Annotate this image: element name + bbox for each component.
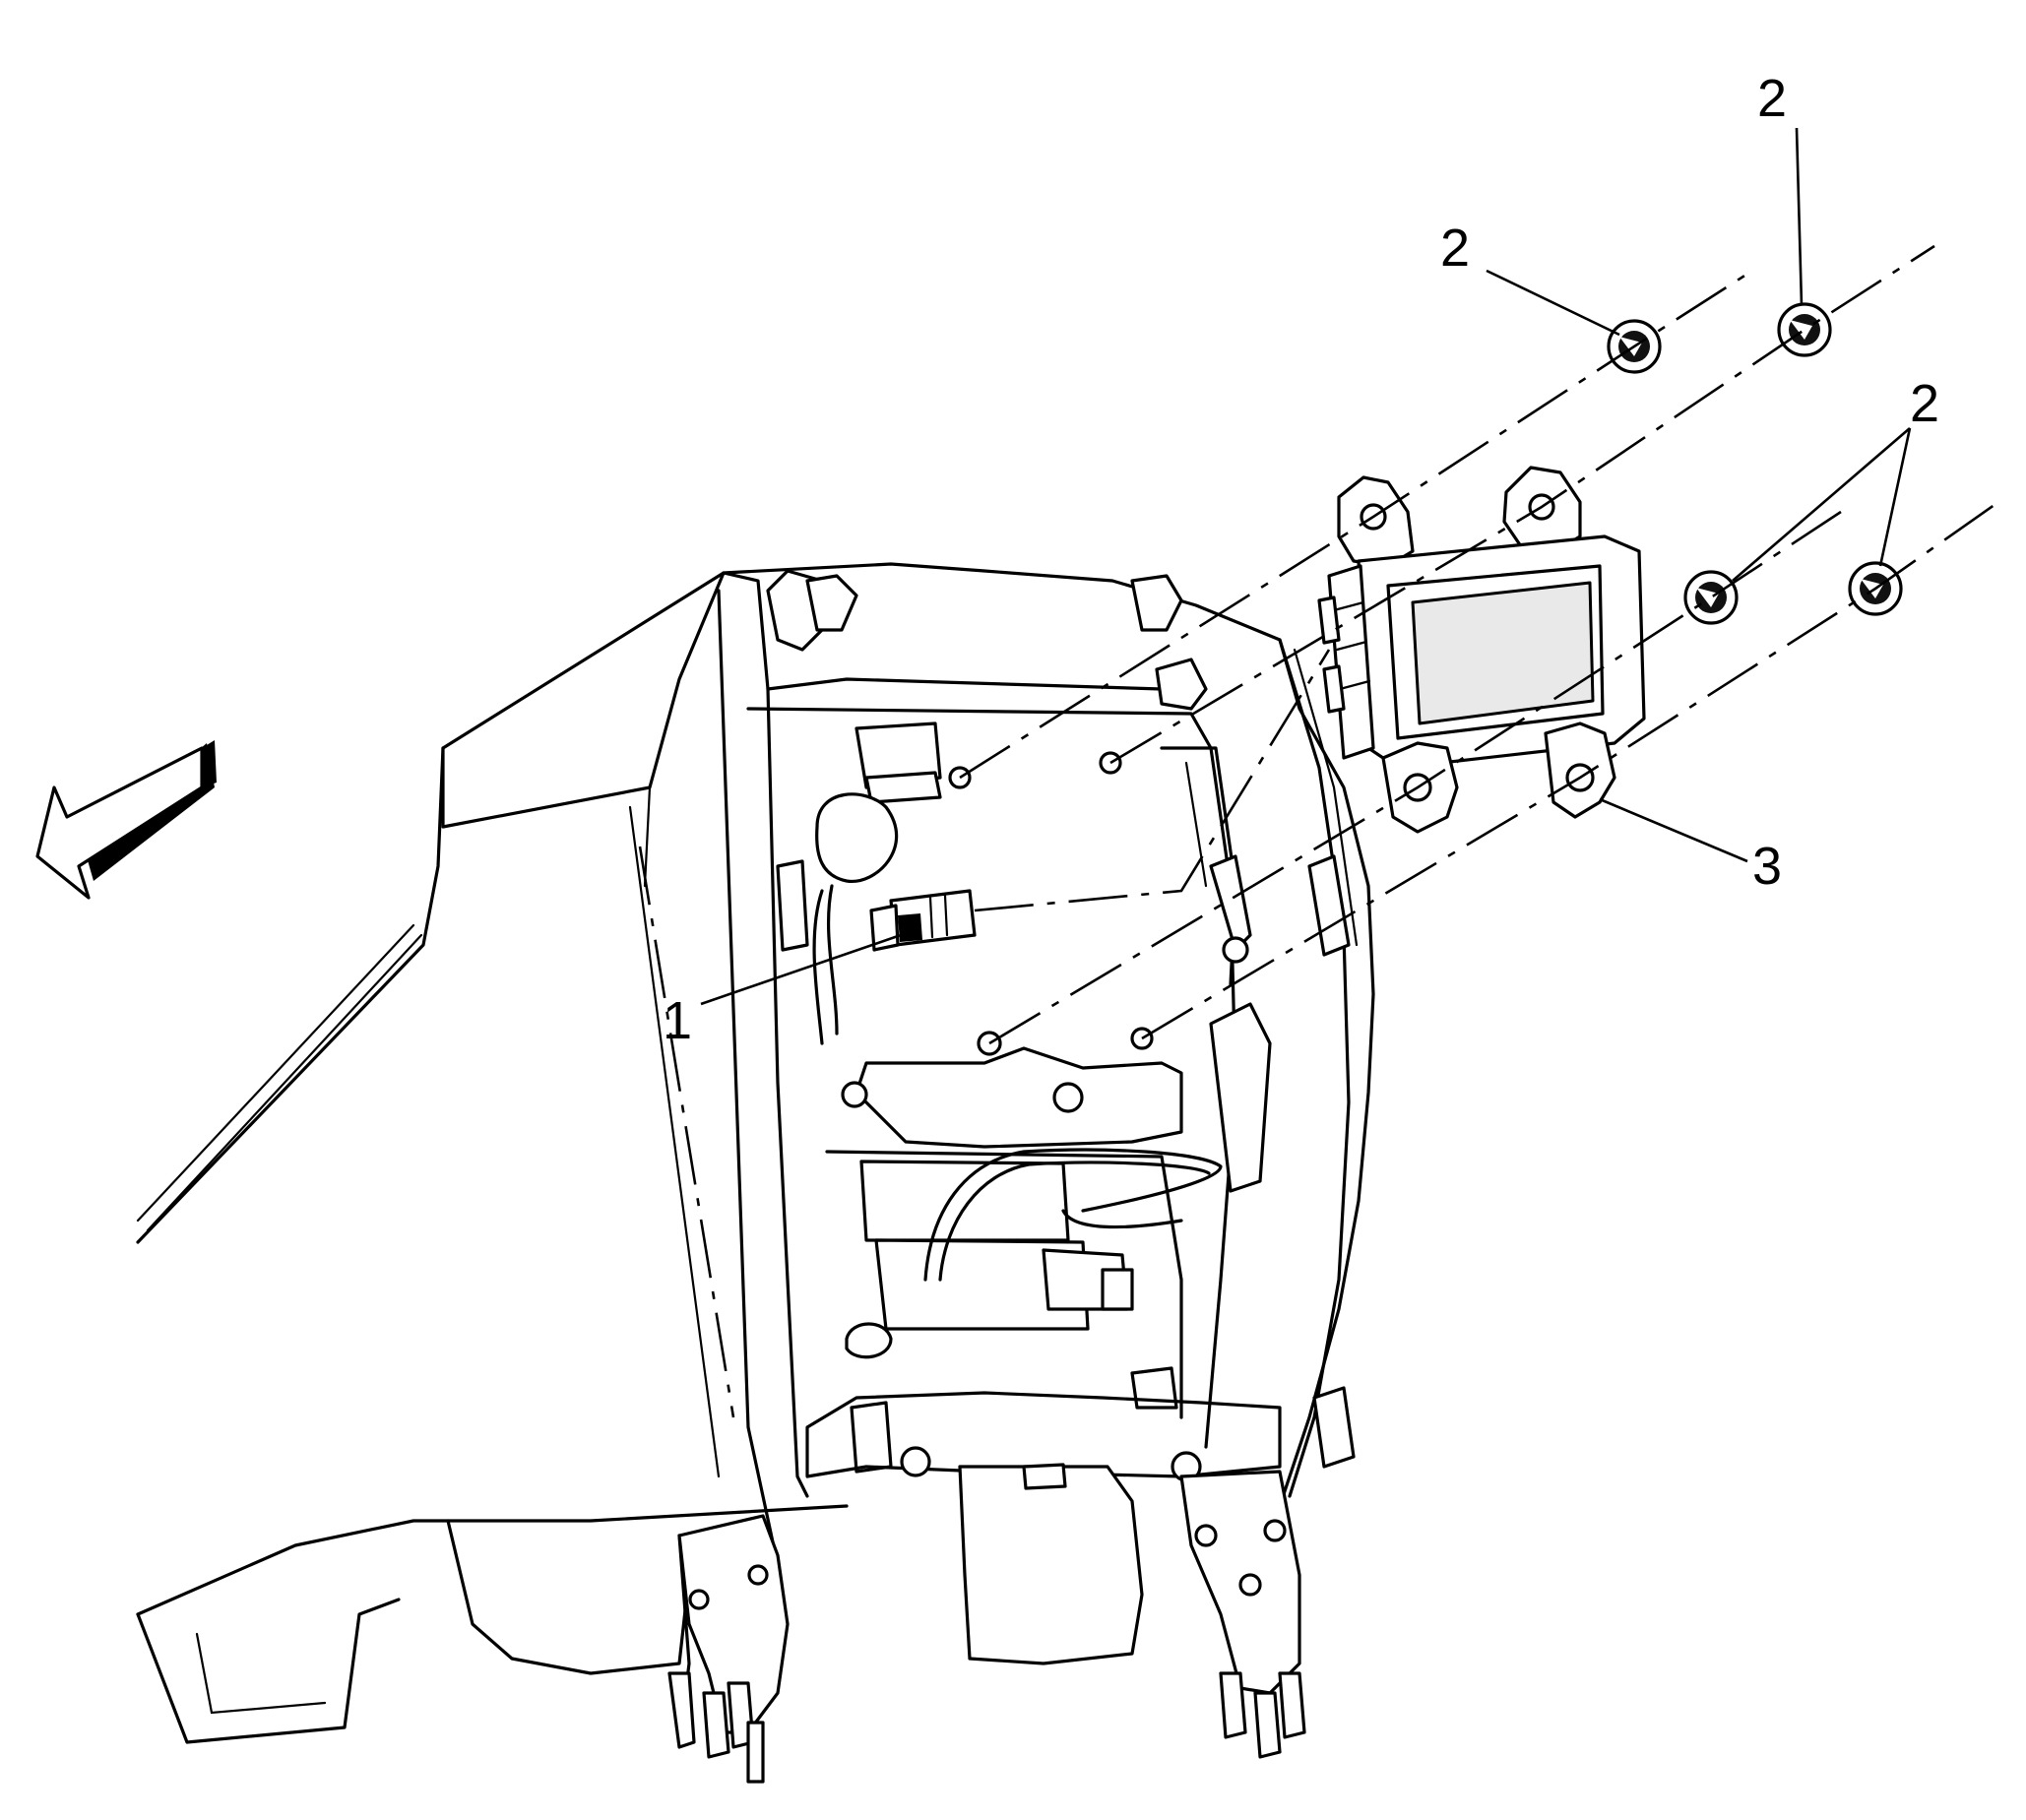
harness-connectors [812, 722, 942, 1045]
nut-fasteners [1607, 302, 1903, 625]
callout-1: 1 [663, 991, 692, 1050]
nut-2 [1777, 302, 1832, 357]
module-assembly [1317, 466, 1646, 834]
callout-3: 3 [1752, 837, 1782, 896]
nut-3 [1683, 570, 1739, 625]
electrical-connector-part [869, 889, 977, 952]
callout-2-top: 2 [1757, 69, 1787, 128]
callout-2-right: 2 [1910, 374, 1939, 433]
callout-2-upper-left: 2 [1440, 219, 1470, 278]
leader-lines [700, 127, 1912, 1006]
center-stack-frame [667, 569, 1359, 1784]
callouts: 1 2 2 2 3 [663, 69, 1939, 1050]
mounting-studs [948, 751, 1249, 1056]
front-direction-arrow-icon [35, 740, 217, 900]
alignment-lines [959, 244, 1999, 1045]
